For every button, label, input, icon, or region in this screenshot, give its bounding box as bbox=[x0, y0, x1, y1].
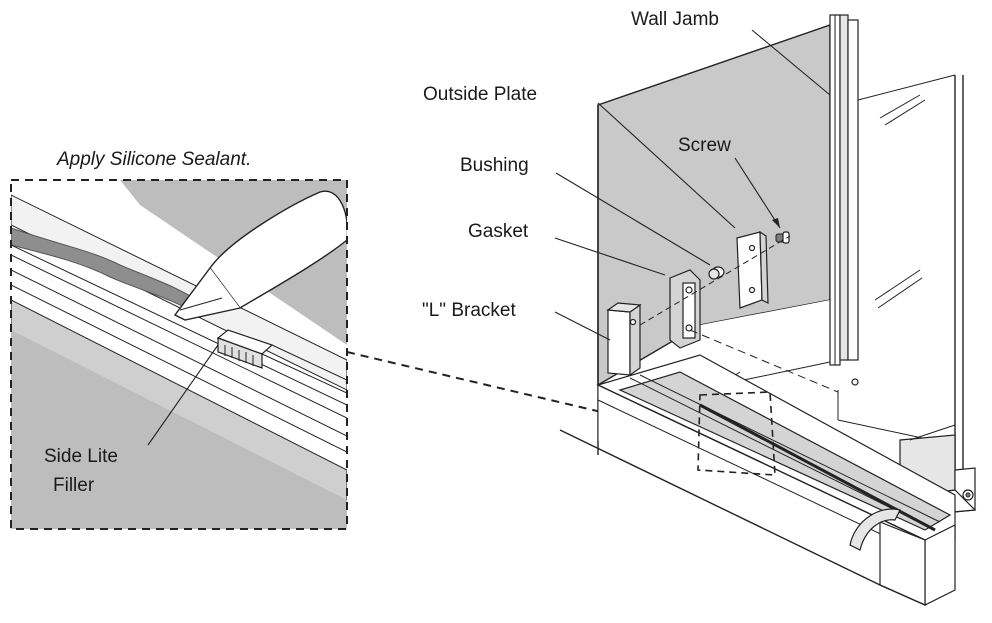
inset-border bbox=[10, 179, 348, 530]
leader-l-bracket bbox=[554, 311, 611, 341]
glass-door bbox=[837, 74, 964, 470]
leader-screw bbox=[734, 157, 781, 229]
bushing bbox=[708, 266, 725, 280]
l-bracket bbox=[606, 302, 642, 377]
leader-lines bbox=[554, 29, 831, 341]
label-side-lite-filler-line1: Side Lite bbox=[44, 446, 118, 467]
label-outside-plate: Outside Plate bbox=[423, 84, 537, 105]
leader-wall-jamb bbox=[751, 29, 831, 96]
label-bushing: Bushing bbox=[460, 155, 529, 176]
leader-gasket bbox=[554, 237, 666, 276]
label-wall-jamb: Wall Jamb bbox=[631, 9, 719, 30]
sill-threshold bbox=[559, 354, 956, 606]
leader-outside-plate bbox=[597, 102, 736, 229]
screw-arrowhead bbox=[772, 218, 780, 228]
detail-callout-line-upper bbox=[346, 351, 721, 441]
detail-inset bbox=[10, 179, 348, 530]
label-side-lite-filler-line2: Filler bbox=[53, 475, 95, 496]
caulk-tube bbox=[173, 190, 347, 321]
screw bbox=[775, 231, 790, 244]
gasket bbox=[669, 269, 701, 349]
leader-bushing bbox=[555, 172, 711, 266]
wall-jamb bbox=[829, 14, 859, 366]
label-gasket: Gasket bbox=[468, 221, 529, 242]
inset-title: Apply Silicone Sealant. bbox=[56, 149, 251, 170]
label-l-bracket: "L" Bracket bbox=[422, 300, 516, 321]
side-lite-filler-piece bbox=[216, 329, 274, 369]
label-screw: Screw bbox=[678, 135, 731, 156]
tape-wrap bbox=[849, 508, 901, 551]
detail-callout-box bbox=[697, 391, 776, 476]
main-assembly bbox=[559, 14, 977, 606]
outside-plate bbox=[736, 230, 769, 309]
